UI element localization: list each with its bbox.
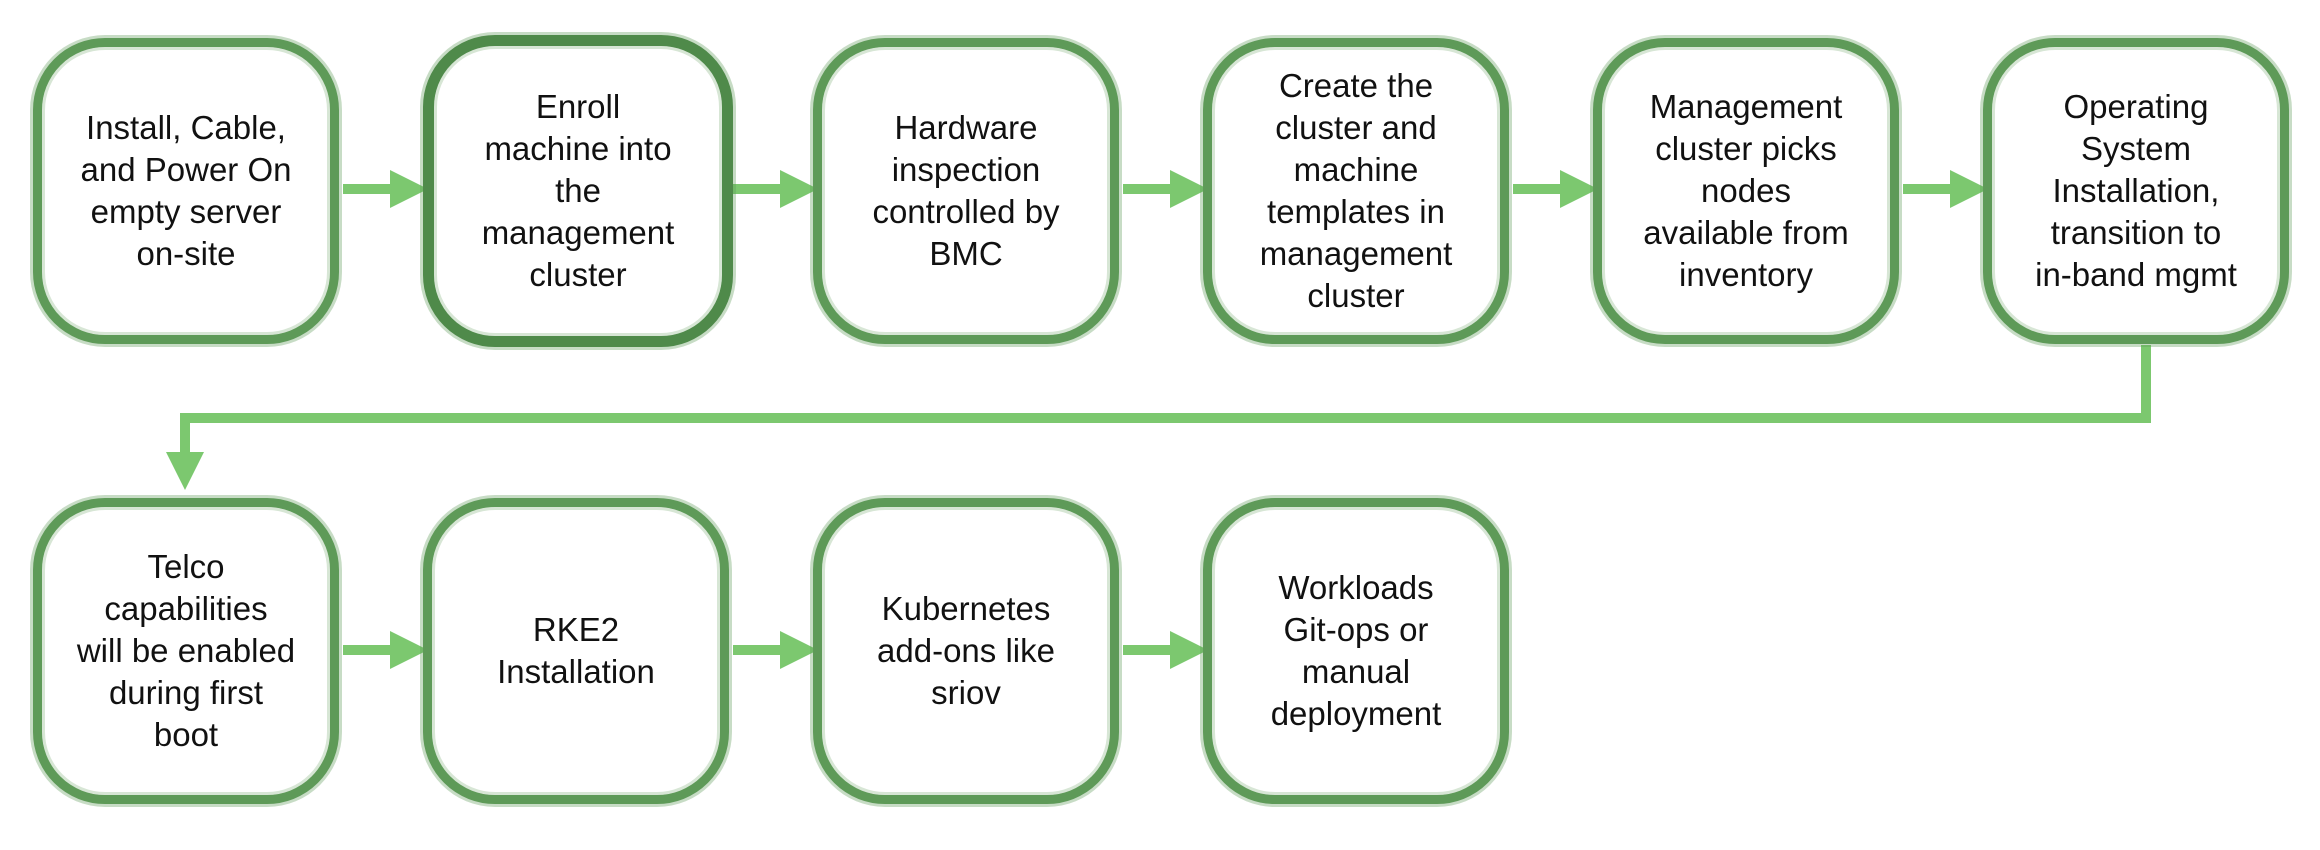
step-label: Workloads Git-ops or manual deployment xyxy=(1270,569,1442,732)
step-label: Telco capabilities will be enabled durin… xyxy=(76,548,296,753)
step-label: Management cluster picks nodes available… xyxy=(1643,88,1849,293)
step-rke2-installation: RKE2 Installation xyxy=(423,498,729,804)
step-label: Operating System Installation, transitio… xyxy=(2035,88,2237,293)
arrow-step6-to-step7 xyxy=(166,345,2151,490)
step-kubernetes-add-ons: Kubernetes add-ons like sriov xyxy=(813,498,1119,804)
step-os-installation: Operating System Installation, transitio… xyxy=(1983,38,2289,344)
arrow-step5-to-step6 xyxy=(1903,170,1988,208)
arrow-step8-to-step9 xyxy=(733,631,818,669)
arrow-step4-to-step5 xyxy=(1513,170,1598,208)
arrow-step9-to-step10 xyxy=(1123,631,1208,669)
step-telco-capabilities: Telco capabilities will be enabled durin… xyxy=(33,498,339,804)
step-label: Create the cluster and machine templates… xyxy=(1259,67,1453,314)
step-label: Hardware inspection controlled by BMC xyxy=(872,109,1060,272)
step-workloads-deployment: Workloads Git-ops or manual deployment xyxy=(1203,498,1509,804)
arrow-step2-to-step3 xyxy=(733,170,818,208)
step-label: Kubernetes add-ons like sriov xyxy=(877,590,1055,711)
step-hardware-inspection: Hardware inspection controlled by BMC xyxy=(813,38,1119,344)
arrow-step7-to-step8 xyxy=(343,631,428,669)
arrow-step1-to-step2 xyxy=(343,170,428,208)
step-create-cluster-templates: Create the cluster and machine templates… xyxy=(1203,38,1509,344)
step-install-cable-power-on: Install, Cable, and Power On empty serve… xyxy=(33,38,339,344)
arrow-step3-to-step4 xyxy=(1123,170,1208,208)
step-enroll-machine: Enroll machine into the management clust… xyxy=(423,35,733,347)
step-label: Enroll machine into the management clust… xyxy=(481,88,675,293)
step-management-cluster-picks-nodes: Management cluster picks nodes available… xyxy=(1593,38,1899,344)
step-label: RKE2 Installation xyxy=(497,611,655,690)
step-label: Install, Cable, and Power On empty serve… xyxy=(80,109,292,272)
